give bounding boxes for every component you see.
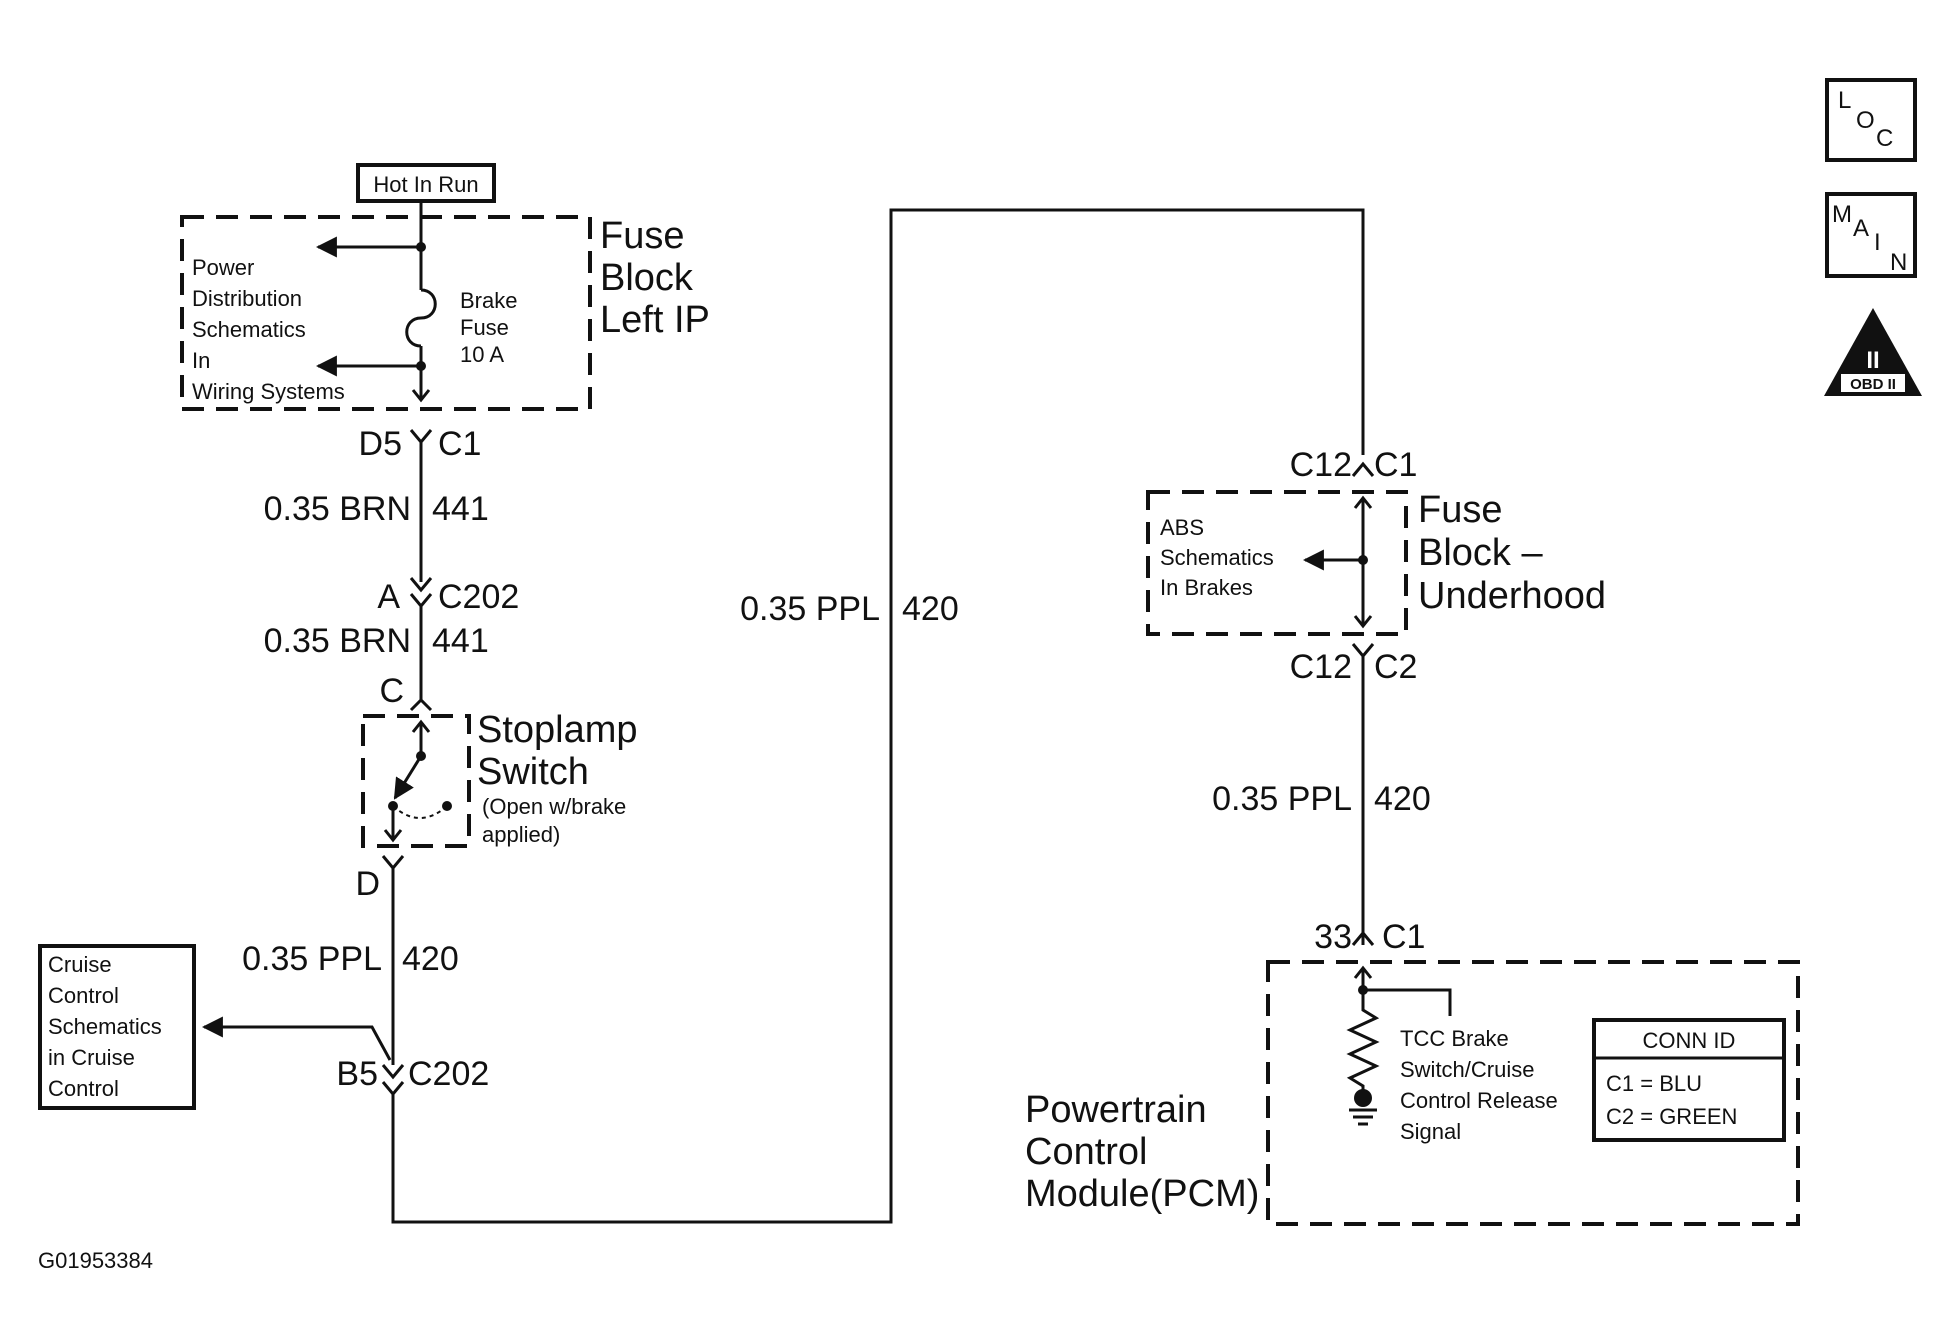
abs-label: ABS Schematics In Brakes: [1160, 515, 1280, 600]
connector-a-c202: [409, 577, 433, 609]
stoplamp-switch-box: [361, 714, 471, 848]
pcm-signal-tap: [1363, 988, 1452, 1016]
conn-a-label: A: [377, 578, 400, 616]
fuse-block-left-ip-box: [180, 215, 592, 411]
connector-b5-c202: [381, 1064, 405, 1097]
connector-d: [381, 855, 405, 871]
pcm-label: Powertrain Control Module(PCM): [1025, 1089, 1259, 1215]
stoplamp-blade: [393, 755, 423, 800]
tcc-resistor: [1346, 990, 1380, 1096]
stoplamp-title: Stoplamp Switch: [477, 709, 648, 793]
svg-text:O: O: [1856, 107, 1875, 134]
wire-420-right-circuit: 420: [1374, 780, 1431, 818]
power-distribution-label: Power Distribution Schematics In Wiring …: [192, 255, 345, 404]
svg-text:OBD II: OBD II: [1850, 376, 1896, 393]
conn-id-table: [1592, 1018, 1786, 1142]
wire-420-left-circuit: 420: [402, 940, 459, 978]
obd-ii-icon[interactable]: II OBD II: [1824, 308, 1922, 396]
wire-441-upper-gauge: 0.35 BRN: [264, 490, 411, 528]
conn-id-row-c1: C1 = BLU: [1606, 1071, 1702, 1096]
wire-420-middle-gauge: 0.35 PPL: [740, 590, 880, 628]
stoplamp-contact-right: [442, 801, 452, 811]
conn-c2-right-label: C2: [1374, 648, 1417, 686]
stoplamp-travel-arc: [392, 805, 448, 819]
loc-icon[interactable]: L O C: [1825, 78, 1917, 162]
connector-c12-c1-top: [1351, 461, 1375, 477]
conn-c12-bottom-label: C12: [1290, 648, 1352, 686]
conn-id-header: CONN ID: [1643, 1028, 1736, 1053]
svg-text:II: II: [1866, 347, 1879, 374]
conn-33-label: 33: [1314, 918, 1352, 956]
conn-c202-bottom-label: C202: [408, 1055, 489, 1093]
fuse-out-arrowhead: [411, 389, 431, 403]
stoplamp-out-arrow: [383, 806, 403, 843]
wire-420-right-gauge: 0.35 PPL: [1212, 780, 1352, 818]
pcm-box: [1266, 960, 1800, 1226]
wire-420-left-gauge: 0.35 PPL: [242, 940, 382, 978]
brake-fuse-label: Brake Fuse 10 A: [460, 288, 524, 367]
svg-text:A: A: [1853, 215, 1869, 242]
conn-c202-top-label: C202: [438, 578, 519, 616]
fuse-block-left-ip-title: Fuse Block Left IP: [600, 215, 710, 341]
connector-c: [409, 697, 433, 712]
svg-text:I: I: [1874, 229, 1881, 256]
ground-dot: [1354, 1089, 1372, 1107]
svg-text:N: N: [1890, 249, 1907, 276]
conn-id-row-c2: C2 = GREEN: [1606, 1104, 1737, 1129]
cruise-control-label: Cruise Control Schematics in Cruise Cont…: [48, 952, 168, 1101]
svg-text:L: L: [1838, 87, 1851, 114]
conn-b5-label: B5: [336, 1055, 378, 1093]
main-icon[interactable]: M A I N: [1825, 192, 1917, 278]
wire-441-upper-circuit: 441: [432, 490, 489, 528]
conn-c-label: C: [379, 672, 404, 710]
svg-text:C: C: [1876, 125, 1893, 152]
wire-441-lower-gauge: 0.35 BRN: [264, 622, 411, 660]
conn-c1-pcm-label: C1: [1382, 918, 1425, 956]
conn-c1-top-right-label: C1: [1374, 446, 1417, 484]
tcc-label: TCC Brake Switch/Cruise Control Release …: [1400, 1026, 1564, 1144]
svg-text:M: M: [1832, 201, 1852, 228]
hot-in-run-label: Hot In Run: [373, 172, 478, 197]
connector-33-c1: [1351, 930, 1375, 946]
stoplamp-in-arrow: [411, 719, 431, 756]
fuse-block-underhood-box: [1146, 490, 1408, 636]
fuse-block-underhood-title: Fuse Block – Underhood: [1418, 489, 1606, 617]
connector-d5-c1: [409, 429, 433, 445]
wire-420-middle-circuit: 420: [902, 590, 959, 628]
brake-fuse-symbol: [405, 288, 437, 348]
conn-d-label: D: [355, 865, 380, 903]
conn-d5-label: D5: [359, 425, 402, 463]
cruise-control-box: [38, 944, 196, 1110]
cruise-branch-wire: [201, 1016, 392, 1061]
conn-c1-left-label: C1: [438, 425, 481, 463]
hot-in-run-box: [356, 163, 496, 203]
wire-420-loop: [391, 208, 1365, 1224]
figure-id: G01953384: [38, 1248, 153, 1273]
wire-441-lower-circuit: 441: [432, 622, 489, 660]
ground-symbol: [1349, 1108, 1377, 1126]
conn-c12-top-label: C12: [1290, 446, 1352, 484]
stoplamp-note: (Open w/brake applied): [482, 794, 632, 847]
connector-c12-c2: [1351, 643, 1375, 659]
